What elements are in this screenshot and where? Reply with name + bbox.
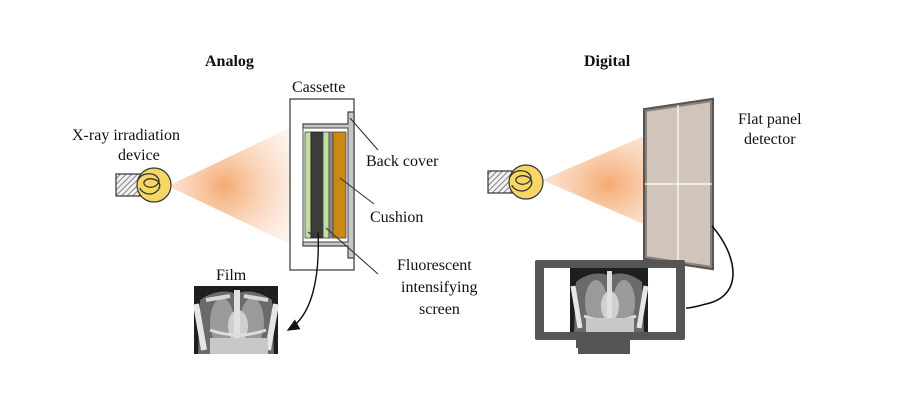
flat-panel-label-line1: Flat panel [738, 111, 802, 128]
fluorescent-leader-1 [325, 227, 379, 275]
fluorescent-label-line2: intensifying [401, 279, 477, 296]
fluorescent-label-line1: Fluorescent [397, 257, 472, 274]
cushion [332, 131, 347, 239]
film-label: Film [216, 267, 247, 284]
digital-heading: Digital [584, 53, 631, 70]
back-cover-leader [349, 117, 379, 151]
xray-device-label-line2: device [118, 147, 160, 164]
fluorescent-screen-rear [322, 131, 330, 239]
analog-xray-tube-icon [115, 167, 172, 203]
monitor-xray-image [570, 268, 649, 332]
fluorescent-label-line3: screen [419, 301, 460, 318]
fluorescent-screen-front [304, 131, 312, 239]
cushion-leader [339, 177, 375, 205]
film-output-arrow [286, 231, 319, 331]
back-cover-label: Back cover [366, 153, 439, 170]
film-xray-image [193, 286, 279, 354]
analog-xray-beam [168, 122, 302, 250]
xray-device-label-line1: X-ray irradiation [72, 127, 180, 144]
fluorescent-leader-2 [307, 231, 315, 237]
digital-xray-tube-icon [487, 164, 544, 200]
flat-panel-label-line2: detector [744, 131, 796, 148]
detector-cable [685, 225, 734, 309]
cushion-label: Cushion [370, 209, 423, 226]
film-sheet [310, 131, 324, 239]
analog-heading: Analog [205, 53, 254, 70]
cassette [289, 98, 355, 271]
flat-panel-detector [643, 97, 714, 271]
cassette-label: Cassette [292, 79, 345, 96]
